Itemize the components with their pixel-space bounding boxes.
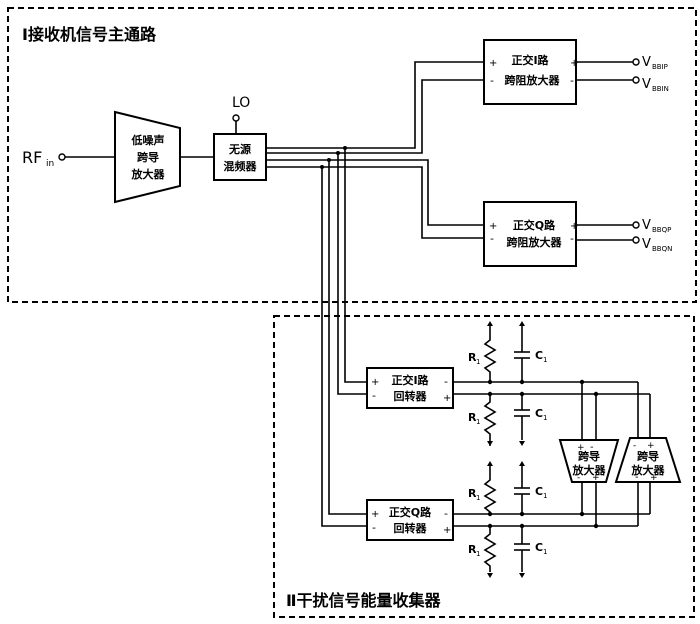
lna-label-line1: 低噪声: [131, 133, 165, 147]
tia-i-minus: -: [490, 74, 494, 87]
tia-i-out-plus: +: [570, 58, 578, 69]
gyrator-q-out-minus: -: [444, 507, 448, 520]
gyrator-i-in-plus: +: [371, 377, 379, 388]
tia-i-plus: +: [489, 58, 497, 69]
svg-text:-: -: [635, 472, 639, 483]
tia-i-out-minus: -: [570, 74, 574, 87]
vbbqn-label: V: [642, 237, 651, 252]
gm2-label-line1: 跨导: [637, 449, 659, 463]
tia-q-plus: +: [489, 221, 497, 232]
gyrator-q-block: + - 正交Q路 回转器 - +: [366, 499, 454, 541]
gyrator-q-out-plus: +: [443, 525, 451, 536]
svg-text:-: -: [590, 442, 594, 453]
rc-network-q: R 1 R 1 C 1 C 1: [468, 461, 547, 578]
tia-i-label-line1: 正交Ⅰ路: [511, 53, 549, 67]
svg-text:+: +: [592, 473, 600, 483]
vbbip-subscript: BBIP: [652, 63, 668, 71]
svg-text:1: 1: [543, 548, 547, 556]
c1-top-q-label: C: [535, 485, 543, 498]
gyrator-i-label-line2: 回转器: [394, 389, 428, 403]
lo-input-port: LO: [232, 95, 250, 134]
gyrator-i-in-minus: -: [372, 389, 376, 402]
tia-q-block: + - 正交Q路 跨阻放大器 + -: [483, 201, 578, 267]
svg-text:1: 1: [476, 550, 480, 558]
mixer-box: [213, 133, 267, 181]
vbbin-subscript: BBIN: [652, 85, 669, 93]
c1-top-i-label: C: [535, 349, 543, 362]
tia-q-out-plus: +: [570, 221, 578, 232]
mixer-output-bus: [266, 61, 484, 527]
gyrator-i-label-line1: 正交Ⅰ路: [391, 373, 429, 387]
gyrator-i-out-plus: +: [443, 393, 451, 404]
tia-q-box: [483, 201, 577, 267]
gm-amplifier-2: - + 跨导 放大器 - +: [614, 382, 682, 526]
r1-bottom-q-label: R: [468, 543, 477, 556]
lo-label: LO: [232, 95, 250, 111]
r1-top-i-label: R: [468, 351, 477, 364]
vbbin-label: V: [642, 77, 651, 92]
svg-text:1: 1: [476, 418, 480, 426]
lna-trapezoid: [114, 110, 181, 204]
r1-bottom-i-label: R: [468, 411, 477, 424]
svg-text:+: +: [577, 443, 585, 453]
svg-text:1: 1: [543, 356, 547, 364]
gyrator-q-label-line2: 回转器: [394, 521, 428, 535]
gyrator-i-box: [366, 367, 454, 409]
svg-text:1: 1: [476, 494, 480, 502]
tia-q-minus: -: [490, 232, 494, 245]
svg-text:1: 1: [543, 492, 547, 500]
gyrator-q-in-plus: +: [371, 509, 379, 520]
vbbip-label: V: [642, 55, 651, 70]
svg-text:+: +: [647, 441, 655, 451]
tia-i-box: [483, 39, 577, 105]
svg-text:+: +: [650, 473, 658, 483]
lna-label-line2: 跨导: [137, 150, 159, 164]
c1-bottom-i-label: C: [535, 407, 543, 420]
mixer-block: 无源 混频器: [213, 133, 267, 181]
tia-q-label-line1: 正交Q路: [513, 218, 556, 232]
svg-text:-: -: [633, 441, 636, 451]
rc-network-i: R 1 R 1 C 1 C 1: [468, 321, 547, 446]
rf-input-terminal: [58, 153, 66, 161]
harvester-section-title: Ⅱ干扰信号能量收集器: [286, 591, 442, 610]
gyrator-i-out-minus: -: [444, 375, 448, 388]
vbbqp-subscript: BBQP: [652, 226, 671, 234]
svg-text:-: -: [577, 473, 580, 483]
lo-terminal: [232, 114, 240, 122]
r1-top-q-label: R: [468, 487, 477, 500]
mixer-label-line1: 无源: [228, 142, 251, 156]
rf-input-subscript: in: [46, 159, 54, 169]
c1-bottom-q-label: C: [535, 541, 543, 554]
gm-amplifier-1: + - 跨导 放大器 - +: [558, 379, 620, 529]
gm1-label-line2: 放大器: [572, 463, 607, 477]
vbbqp-label: V: [642, 218, 651, 233]
gyrator-q-box: [366, 499, 454, 541]
tia-i-label-line2: 跨阻放大器: [505, 73, 561, 87]
svg-text:1: 1: [543, 414, 547, 422]
gm2-trapezoid: [614, 437, 682, 483]
gyrator-q-label-line1: 正交Q路: [389, 505, 432, 519]
gyrator-q-in-minus: -: [372, 521, 376, 534]
lna-label-line3: 放大器: [131, 167, 166, 181]
receiver-section-title: Ⅰ接收机信号主通路: [22, 25, 157, 44]
harvester-section-frame: [273, 315, 695, 618]
vbbqn-subscript: BBQN: [652, 245, 672, 253]
tia-q-out-minus: -: [570, 232, 574, 245]
rf-input-port: RF in: [22, 148, 115, 169]
tia-q-label-line2: 跨阻放大器: [507, 235, 563, 249]
gyrator-i-block: + - 正交Ⅰ路 回转器 - +: [366, 367, 454, 409]
tia-i-block: + - 正交Ⅰ路 跨阻放大器 + -: [483, 39, 578, 105]
mixer-label-line2: 混频器: [224, 159, 258, 173]
rf-input-label: RF: [22, 148, 42, 167]
gm2-label-line2: 放大器: [631, 463, 666, 477]
svg-text:1: 1: [476, 358, 480, 366]
gm1-label-line1: 跨导: [578, 449, 600, 463]
lna-block: 低噪声 跨导 放大器: [114, 110, 181, 204]
receiver-section-frame: [7, 7, 697, 303]
gm1-trapezoid: [558, 439, 620, 483]
